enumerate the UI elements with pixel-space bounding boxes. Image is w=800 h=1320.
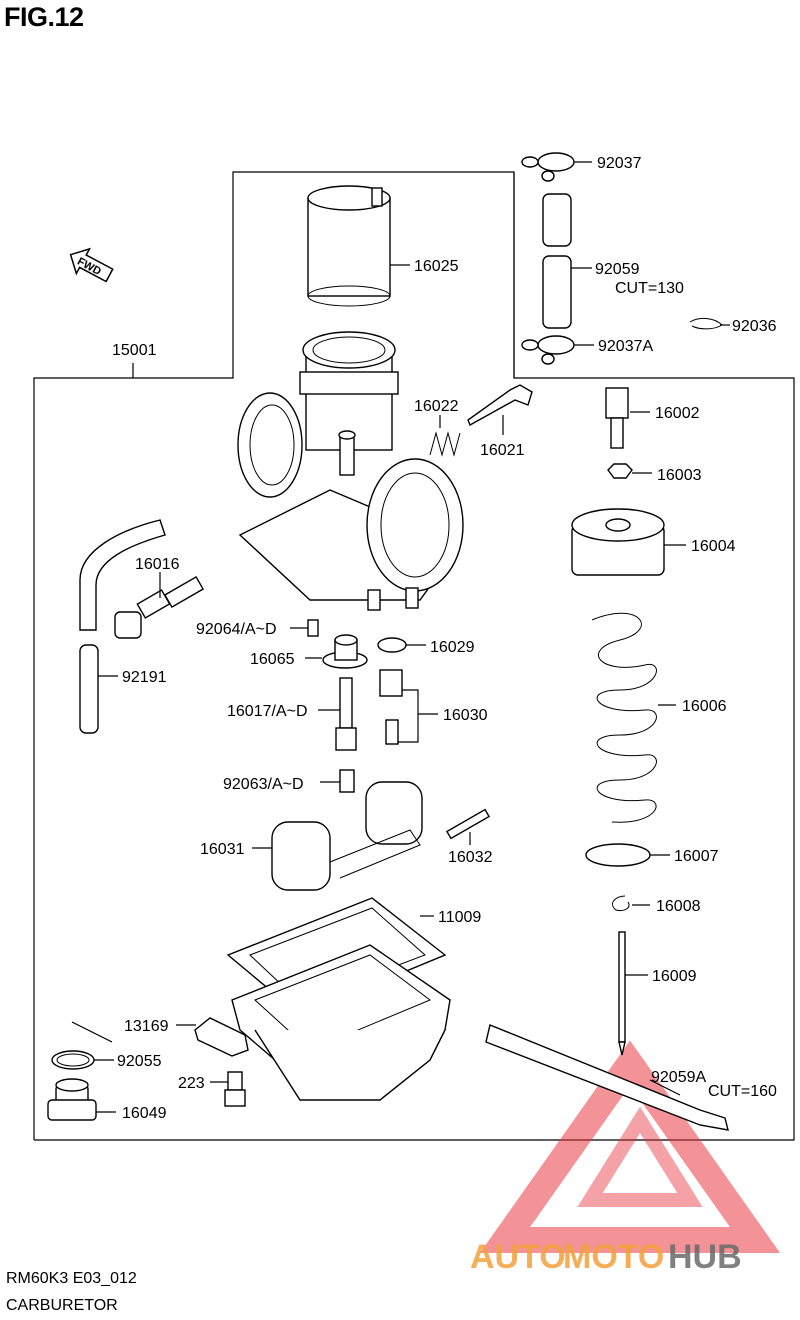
watermark-auto: AUTO — [470, 1238, 566, 1276]
part-16007-seat — [585, 843, 670, 867]
label-92059a-cut: CUT=160 — [708, 1083, 777, 1100]
part-15001-carburetor-body — [237, 331, 464, 611]
fwd-arrow-icon: FWD — [69, 247, 114, 283]
label-16008: 16008 — [656, 898, 701, 915]
watermark-hub: HUB — [668, 1238, 742, 1276]
label-11009: 11009 — [438, 909, 481, 926]
label-16004: 16004 — [691, 538, 736, 555]
part-16009-jet-needle — [618, 931, 648, 1056]
figure-title: FIG.12 — [4, 2, 84, 32]
label-223: 223 — [178, 1075, 205, 1092]
label-92063: 92063/A~D — [223, 776, 304, 793]
part-16065-needle-jet-holder — [305, 634, 368, 669]
part-92037-clamp — [521, 152, 592, 182]
label-16009: 16009 — [652, 968, 697, 985]
part-16022-spring — [429, 415, 461, 457]
label-16002: 16002 — [655, 405, 700, 422]
label-16017: 16017/A~D — [227, 703, 308, 720]
part-13169-plate — [176, 1017, 249, 1057]
label-16007: 16007 — [674, 848, 719, 865]
label-16031: 16031 — [200, 841, 245, 858]
part-16016-throttle-stop-screw — [114, 572, 205, 639]
part-16049-drain-plug — [47, 1078, 116, 1121]
part-16025-throttle-valve — [307, 185, 410, 307]
part-92036-clip — [689, 317, 730, 330]
part-223-screw — [210, 1071, 246, 1107]
label-16029: 16029 — [430, 639, 475, 656]
label-92191: 92191 — [122, 669, 167, 686]
part-16002-cable-adjuster — [605, 387, 650, 449]
part-16032-float-pin — [445, 808, 491, 845]
part-92037a-clamp — [521, 335, 594, 365]
part-92055-o-ring — [51, 1021, 114, 1070]
part-16029-washer — [377, 637, 426, 653]
part-16006-spring — [591, 612, 676, 823]
float-chamber — [231, 944, 451, 1101]
model-code: RM60K3 E03_012 — [6, 1270, 137, 1287]
part-16003-nut — [607, 463, 652, 479]
label-92037: 92037 — [597, 155, 642, 172]
label-16006: 16006 — [682, 698, 727, 715]
label-92059-cut: CUT=130 — [615, 280, 684, 297]
part-92064-washer — [290, 619, 319, 637]
part-16031-float — [252, 781, 423, 891]
label-92055: 92055 — [117, 1053, 162, 1070]
part-92191-vent-hose — [79, 519, 166, 734]
part-92059-hose — [542, 193, 592, 329]
part-16030-valve-seat — [379, 669, 438, 745]
label-16030: 16030 — [443, 707, 488, 724]
label-16003: 16003 — [657, 467, 702, 484]
part-92059a-overflow-hose — [485, 1024, 729, 1131]
part-16004-top-cap — [571, 508, 686, 576]
part-16017-pilot-jet — [318, 677, 357, 751]
label-15001: 15001 — [112, 342, 157, 359]
label-16022: 16022 — [414, 398, 459, 415]
watermark-logo — [479, 1040, 781, 1253]
label-92064: 92064/A~D — [196, 621, 277, 638]
label-16049: 16049 — [122, 1105, 167, 1122]
label-16032: 16032 — [448, 849, 493, 866]
label-92036: 92036 — [732, 318, 777, 335]
label-92037a: 92037A — [598, 338, 653, 355]
fwd-label: FWD — [75, 256, 103, 278]
label-92059: 92059 — [595, 261, 640, 278]
label-13169: 13169 — [124, 1018, 169, 1035]
label-16025: 16025 — [414, 258, 459, 275]
label-92059a: 92059A — [651, 1069, 706, 1086]
watermark-text: AUTO MOTO HUB — [470, 1238, 742, 1276]
watermark-moto: MOTO — [563, 1238, 664, 1276]
part-92063-main-jet — [320, 769, 355, 793]
label-16065: 16065 — [250, 651, 295, 668]
label-16016: 16016 — [135, 556, 180, 573]
label-16021: 16021 — [480, 442, 525, 459]
part-16008-clip — [612, 895, 650, 911]
part-16021-air-screw — [467, 384, 533, 435]
section-name: CARBURETOR — [6, 1297, 118, 1314]
